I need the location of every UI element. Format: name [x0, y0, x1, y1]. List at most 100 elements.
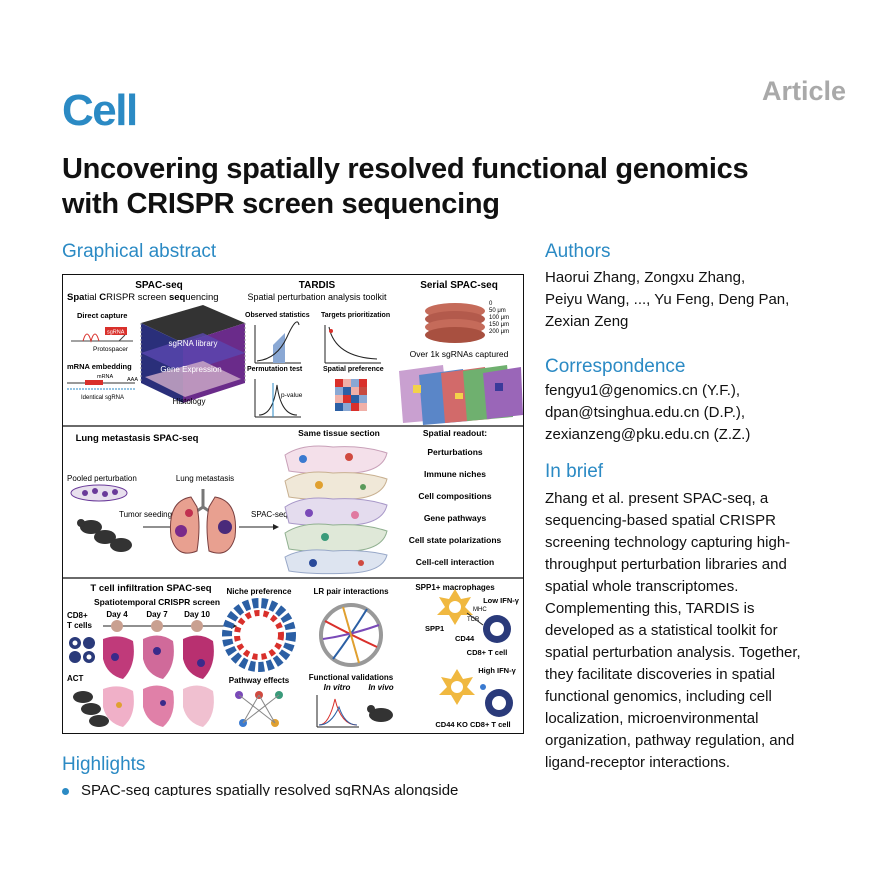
serial-section-stack — [425, 303, 485, 343]
cube-label-sgrna-library: sgRNA library — [169, 339, 218, 348]
identical-sgrna-label: Identical sgRNA — [81, 395, 124, 401]
serial-spacseq-title: Serial SPAC-seq — [420, 280, 498, 291]
spacseq-arrowhead — [273, 524, 279, 530]
cd8-label: CD8+ — [67, 611, 88, 620]
correspondence-email[interactable]: dpan@tsinghua.edu.cn (D.P.), — [545, 404, 746, 421]
correspondence-email[interactable]: zexianzeng@pku.edu.cn (Z.Z.) — [545, 426, 751, 443]
cube-label-gene-expression: Gene Expression — [160, 365, 221, 374]
readout-immune-niches: Immune niches — [424, 469, 486, 479]
tcells-illustration — [69, 637, 95, 663]
high-ifn-label: High IFN-γ — [478, 666, 516, 675]
journal-logo: Cell — [62, 86, 138, 135]
spacseq-subtitle: Spatial CRISPR screen sequencing — [67, 292, 219, 303]
cd8-tcell-label: CD8+ T cell — [467, 648, 508, 657]
tcr-label: TCR — [467, 617, 480, 623]
title-line-2: with CRISPR screen sequencing — [62, 188, 500, 220]
targets-prioritization-label: Targets prioritization — [321, 312, 390, 319]
spp1-macrophages-label: SPP1+ macrophages — [415, 583, 495, 592]
graphical-abstract-figure: SPAC-seq Spatial CRISPR screen sequencin… — [62, 274, 524, 734]
authors-line: Zexian Zeng — [545, 313, 629, 330]
mrna-embedding-diagram: mRNA AAA — [67, 374, 138, 390]
observed-statistics-label: Observed statistics — [245, 312, 310, 319]
low-ifn-label: Low IFN-γ — [483, 596, 520, 605]
lr-chord-diagram — [319, 603, 383, 667]
pooled-perturbation-label: Pooled perturbation — [67, 474, 137, 483]
correspondence-heading: Correspondence — [545, 356, 686, 377]
same-tissue-label: Same tissue section — [298, 428, 380, 438]
article-title: Uncovering spatially resolved functional… — [62, 152, 852, 222]
in-brief-line: ligand-receptor interactions. — [545, 754, 731, 771]
in-brief-line: Complementing this, TARDIS is — [545, 600, 755, 617]
authors-line: Peiyu Wang, ..., Yu Feng, Deng Pan, — [545, 291, 790, 308]
mice-illustration — [77, 519, 132, 552]
spp1-label: SPP1 — [425, 624, 444, 633]
permutation-test-label: Permutation test — [247, 366, 303, 373]
permutation-test-plot — [254, 379, 301, 418]
readout-cell-compositions: Cell compositions — [418, 491, 491, 501]
act-mice — [73, 691, 109, 727]
title-line-1: Uncovering spatially resolved functional… — [62, 153, 749, 185]
tumor-sections — [103, 635, 214, 727]
highlight-item-partial: SPAC-seq captures spatially resolved sgR… — [62, 782, 532, 796]
spacseq-title: SPAC-seq — [135, 280, 183, 291]
tardis-title: TARDIS — [299, 280, 336, 291]
depth-label-150: 150 μm — [489, 322, 509, 328]
depth-label-50: 50 μm — [489, 308, 506, 314]
depth-label-0: 0 — [489, 301, 493, 307]
correspondence-list: fengyu1@genomics.cn (Y.F.), dpan@tsinghu… — [545, 380, 750, 446]
spatiotemporal-subtitle: Spatiotemporal CRISPR screen — [94, 597, 220, 607]
mhc-label: MHC — [473, 607, 487, 613]
in-brief-line: spatial perturbation analysis. Together, — [545, 644, 801, 661]
bullet-icon — [62, 787, 69, 795]
day-4-label: Day 4 — [106, 610, 128, 619]
spatial-preference-label: Spatial preference — [323, 366, 384, 373]
graphical-abstract-heading: Graphical abstract — [62, 241, 217, 262]
spatial-preference-heatmap — [335, 379, 367, 411]
in-brief-line: organization, pathway regulation, and — [545, 732, 795, 749]
readout-perturbations: Perturbations — [427, 447, 483, 457]
observed-statistics-plot — [254, 321, 301, 364]
in-brief-text: Zhang et al. present SPAC-seq, a sequenc… — [545, 488, 801, 774]
authors-heading: Authors — [545, 241, 611, 262]
readout-gene-pathways: Gene pathways — [424, 513, 487, 523]
authors-list: Haorui Zhang, Zongxu Zhang, Peiyu Wang, … — [545, 267, 789, 333]
in-brief-line: screening technology capturing high- — [545, 534, 791, 551]
pooled-perturbation-dish — [70, 484, 128, 502]
in-brief-heading: In brief — [545, 461, 604, 482]
serial-sections-images — [399, 365, 523, 425]
tardis-subtitle: Spatial perturbation analysis toolkit — [247, 292, 387, 302]
lung-met-title: Lung metastasis SPAC-seq — [76, 433, 199, 444]
functional-validation-plot — [316, 695, 393, 728]
correspondence-email[interactable]: fengyu1@genomics.cn (Y.F.), — [545, 382, 741, 399]
lung-metastasis-label: Lung metastasis — [176, 474, 234, 483]
mrna-embedding-label: mRNA embedding — [67, 362, 132, 371]
highlight-text: SPAC-seq captures spatially resolved sgR… — [81, 782, 459, 796]
data-cube-illustration — [140, 305, 246, 403]
in-vitro-label: In vitro — [324, 683, 351, 692]
in-brief-line: they facilitate discoveries in spatial — [545, 666, 776, 683]
tcells-label: T cells — [67, 621, 92, 630]
tcell-infiltration-title: T cell infiltration SPAC-seq — [90, 583, 211, 594]
depth-label-200: 200 μm — [489, 329, 509, 335]
act-label: ACT — [67, 674, 84, 683]
tumor-seeding-label: Tumor seeding — [119, 510, 172, 519]
readout-cell-state-polarizations: Cell state polarizations — [409, 535, 502, 545]
in-vivo-label: In vivo — [368, 683, 393, 692]
cube-label-histology: Histology — [173, 397, 206, 406]
niche-preference-label: Niche preference — [227, 587, 292, 596]
in-brief-line: sequencing-based spatial CRISPR — [545, 512, 776, 529]
readout-cell-cell-interaction: Cell-cell interaction — [416, 557, 494, 567]
in-brief-line: localization, microenvironmental — [545, 710, 759, 727]
protospacer-label: Protospacer — [93, 346, 129, 353]
spacseq-arrow-label: SPAC-seq — [251, 510, 288, 519]
timeline — [103, 620, 237, 632]
highlights-heading: Highlights — [62, 754, 146, 775]
direct-capture-diagram: sgRNA — [71, 327, 133, 343]
in-brief-line: spatial whole transcriptomes. — [545, 578, 739, 595]
ko-interaction — [439, 669, 513, 717]
in-brief-line: Zhang et al. present SPAC-seq, a — [545, 490, 769, 507]
lr-pair-label: LR pair interactions — [313, 587, 389, 596]
day-10-label: Day 10 — [184, 610, 210, 619]
functional-validations-label: Functional validations — [309, 673, 394, 682]
authors-line: Haorui Zhang, Zongxu Zhang, — [545, 269, 746, 286]
